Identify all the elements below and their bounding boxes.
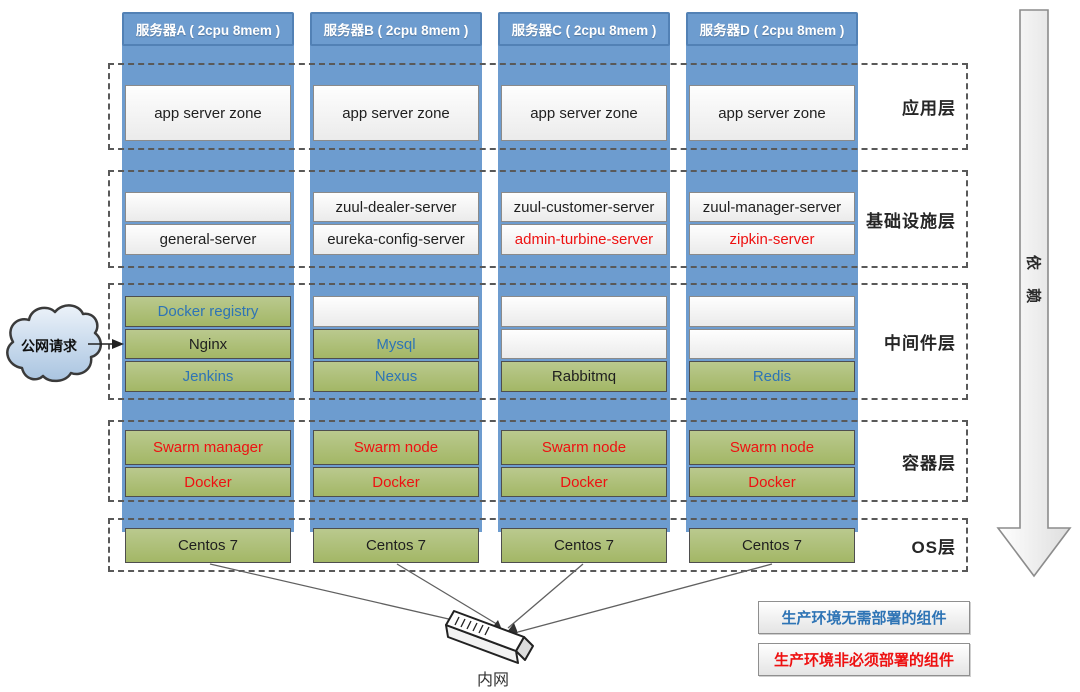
cell-b-zuul-dealer-server: zuul-dealer-server	[313, 192, 479, 222]
cell-c-middleware-empty-1	[501, 296, 667, 327]
cell-a-docker-registry: Docker registry	[125, 296, 291, 327]
cell-c-docker: Docker	[501, 467, 667, 497]
cell-c-app-server-zone: app server zone	[501, 85, 667, 141]
cell-a-app-server-zone: app server zone	[125, 85, 291, 141]
legend-optional-in-prod: 生产环境非必须部署的组件	[758, 643, 970, 676]
cell-c-zuul-customer-server: zuul-customer-server	[501, 192, 667, 222]
cell-b-swarm-node: Swarm node	[313, 430, 479, 465]
cell-a-general-server: general-server	[125, 224, 291, 255]
dependency-label: 依 赖	[1024, 254, 1042, 311]
cell-d-redis: Redis	[689, 361, 855, 392]
cell-a-nginx: Nginx	[125, 329, 291, 359]
cell-d-centos: Centos 7	[689, 528, 855, 563]
cell-d-zuul-manager-server: zuul-manager-server	[689, 192, 855, 222]
cell-d-swarm-node: Swarm node	[689, 430, 855, 465]
server-a-header: 服务器A ( 2cpu 8mem )	[122, 12, 294, 46]
cell-b-centos: Centos 7	[313, 528, 479, 563]
server-c-header: 服务器C ( 2cpu 8mem )	[498, 12, 670, 46]
cell-a-jenkins: Jenkins	[125, 361, 291, 392]
cell-d-docker: Docker	[689, 467, 855, 497]
legend-not-needed-in-prod: 生产环境无需部署的组件	[758, 601, 970, 634]
cell-b-mysql: Mysql	[313, 329, 479, 359]
public-network-label: 公网请求	[21, 338, 77, 354]
cell-a-centos: Centos 7	[125, 528, 291, 563]
layer-label-container: 容器层	[902, 453, 956, 473]
layer-label-application: 应用层	[902, 99, 956, 118]
server-d-header: 服务器D ( 2cpu 8mem )	[686, 12, 858, 46]
network-switch-icon	[445, 610, 534, 664]
cell-d-middleware-empty-1	[689, 296, 855, 327]
cell-c-centos: Centos 7	[501, 528, 667, 563]
cell-a-infra-empty	[125, 192, 291, 222]
layer-box-application: 应用层	[108, 63, 968, 150]
cell-b-eureka-config-server: eureka-config-server	[313, 224, 479, 255]
cell-c-swarm-node: Swarm node	[501, 430, 667, 465]
cell-b-middleware-empty	[313, 296, 479, 327]
layer-box-infrastructure: 基础设施层	[108, 170, 968, 268]
network-arrowheads	[488, 620, 518, 636]
cell-d-middleware-empty-2	[689, 329, 855, 359]
cell-c-rabbitmq: Rabbitmq	[501, 361, 667, 392]
intranet-label: 内网	[476, 672, 509, 689]
layer-label-os: OS层	[911, 537, 956, 557]
cell-a-swarm-manager: Swarm manager	[125, 430, 291, 465]
cell-b-docker: Docker	[313, 467, 479, 497]
layer-label-infrastructure: 基础设施层	[866, 211, 956, 231]
layer-box-middleware: 中间件层	[108, 283, 968, 400]
cell-d-app-server-zone: app server zone	[689, 85, 855, 141]
server-b-header: 服务器B ( 2cpu 8mem )	[310, 12, 482, 46]
cell-a-docker: Docker	[125, 467, 291, 497]
cell-c-admin-turbine-server: admin-turbine-server	[501, 224, 667, 255]
layer-box-container: 容器层	[108, 420, 968, 502]
layer-label-middleware: 中间件层	[884, 334, 956, 353]
cell-b-app-server-zone: app server zone	[313, 85, 479, 141]
cell-d-zipkin-server: zipkin-server	[689, 224, 855, 255]
cell-c-middleware-empty-2	[501, 329, 667, 359]
cell-b-nexus: Nexus	[313, 361, 479, 392]
network-lines	[209, 563, 773, 633]
